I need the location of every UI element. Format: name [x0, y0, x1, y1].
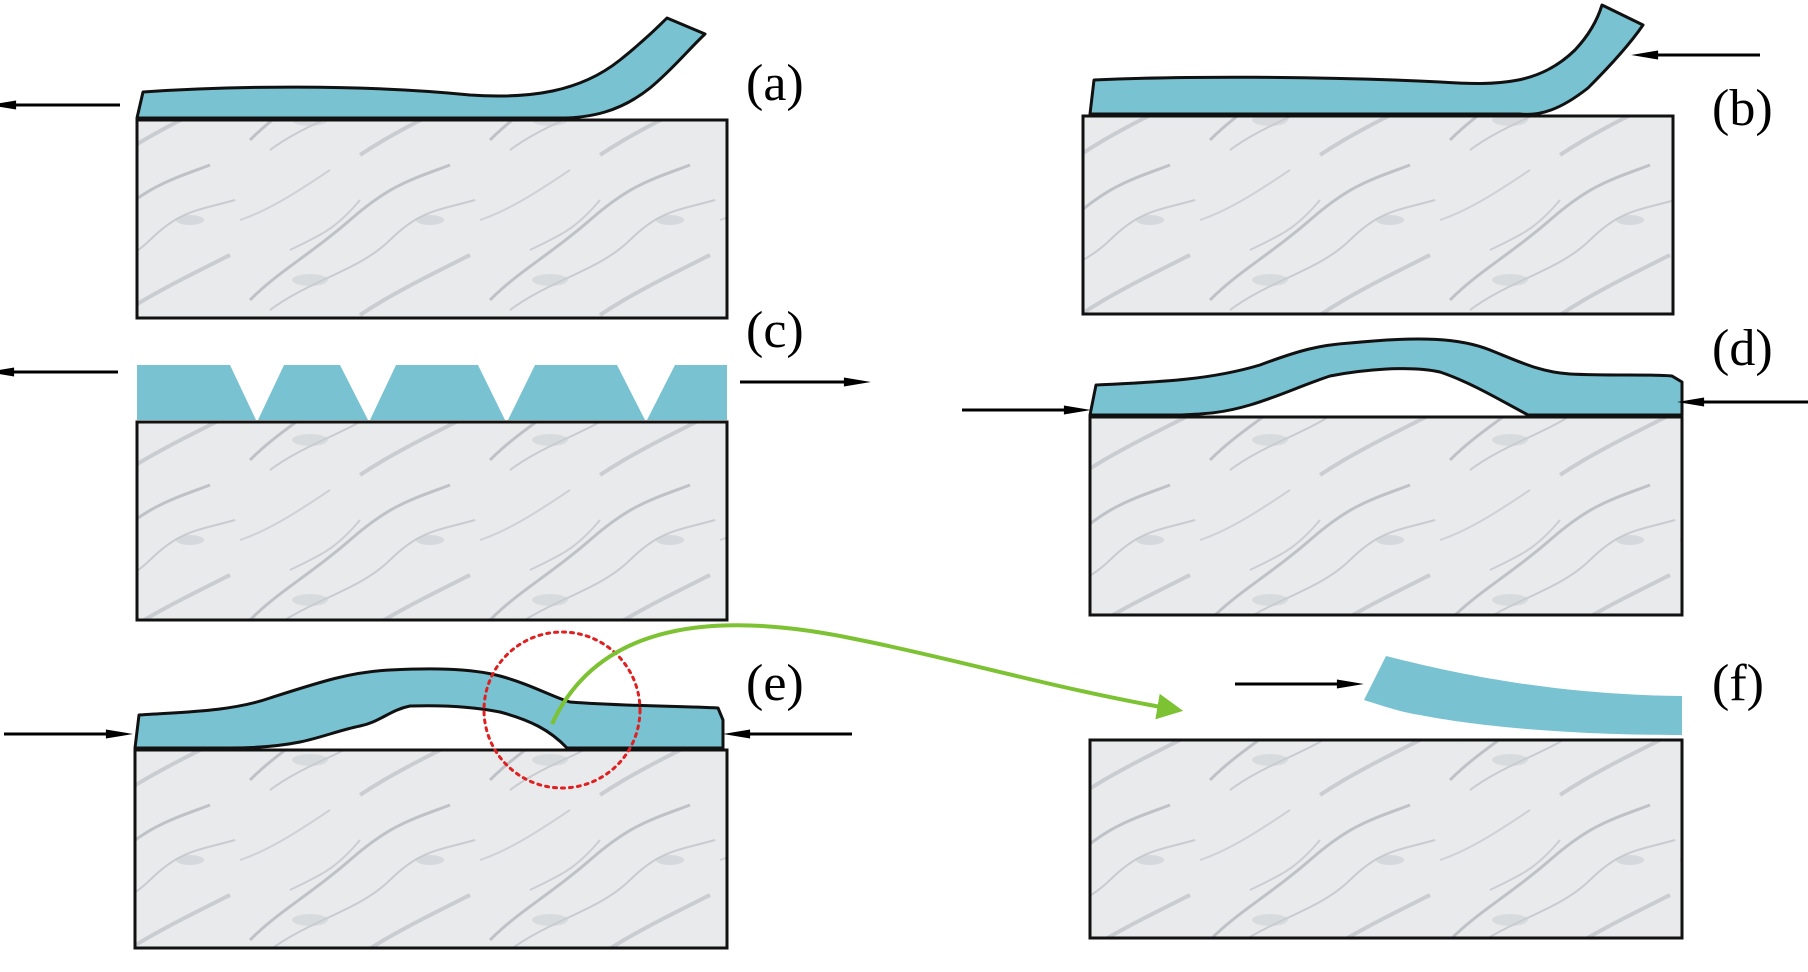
substrate [133, 748, 729, 950]
substrate [1088, 738, 1684, 940]
substrate [135, 420, 729, 622]
coating-detached-fragment [1364, 656, 1682, 735]
coating-buckled [133, 667, 725, 750]
coating-peeling [1088, 3, 1645, 116]
zoom-connector-arrow [550, 623, 1184, 725]
panel-d: (d) [962, 320, 1808, 617]
substrate [135, 118, 729, 320]
coating-cracked-segments [137, 365, 727, 420]
panel-label: (a) [746, 55, 804, 112]
substrate [1088, 415, 1684, 617]
panel-a: (a) [0, 16, 804, 320]
panel-e: (e) [4, 630, 852, 950]
panel-label: (b) [1712, 80, 1773, 137]
panel-c: (c) [0, 302, 871, 622]
failure-zone-highlight [482, 630, 642, 790]
panel-b: (b) [1081, 3, 1773, 316]
panel-f: (f) [1088, 655, 1764, 940]
substrate [1081, 114, 1675, 316]
panel-label: (f) [1712, 655, 1764, 712]
coating-buckled [1088, 337, 1684, 417]
panel-label: (c) [746, 302, 804, 359]
coating-peeling [135, 16, 707, 120]
panel-label: (e) [746, 655, 804, 712]
panel-label: (d) [1712, 320, 1773, 377]
